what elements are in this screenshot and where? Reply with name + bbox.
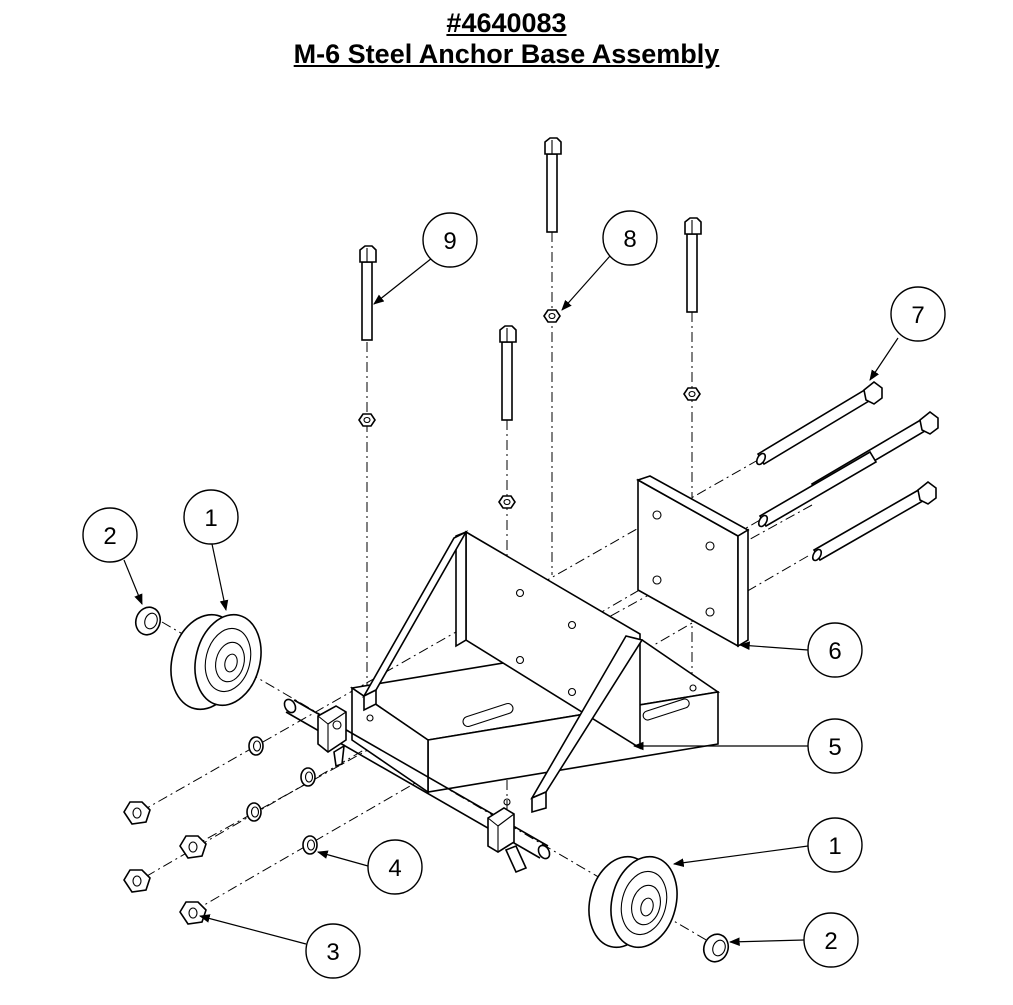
balloon-8: 8 — [602, 210, 658, 266]
washer-4 — [302, 835, 318, 855]
vertical-bolt-1 — [359, 245, 377, 341]
balloon-label: 5 — [828, 734, 841, 761]
axle-bracket-right — [487, 807, 528, 874]
bushing-left — [134, 606, 162, 636]
balloon-4: 4 — [367, 839, 423, 895]
balloon-label: 9 — [443, 228, 456, 255]
horizontal-bolt-3 — [811, 480, 937, 562]
callout-balloons: 1 2 9 8 7 6 5 4 — [82, 210, 946, 979]
balloon-label: 7 — [911, 302, 924, 329]
hex-nut-1 — [123, 801, 151, 825]
wheel-left — [170, 613, 262, 711]
hex-nut-vertical-4 — [683, 387, 701, 401]
hex-nut-vertical-3 — [543, 309, 561, 323]
hex-nut-3 — [123, 869, 151, 893]
horizontal-bolt-1 — [755, 380, 883, 466]
hex-nut-2 — [179, 835, 207, 859]
wheel-right — [588, 855, 678, 949]
balloon-2-right: 2 — [803, 912, 859, 968]
washer-2 — [300, 767, 316, 787]
balloon-7: 7 — [890, 286, 946, 342]
balloon-6: 6 — [807, 622, 863, 678]
balloon-label: 3 — [326, 939, 339, 966]
leader-lines — [123, 255, 899, 947]
drawing-title: #4640083 M-6 Steel Anchor Base Assembly — [0, 8, 1013, 70]
left-gusset — [362, 530, 468, 712]
assembly-name: M-6 Steel Anchor Base Assembly — [293, 39, 720, 69]
part-number: #4640083 — [446, 8, 567, 38]
vertical-bolt-3 — [544, 137, 562, 233]
balloon-label: 2 — [824, 928, 837, 955]
balloon-2-left: 2 — [82, 507, 138, 563]
hex-nut-vertical-2 — [498, 495, 516, 509]
vertical-bolt-2 — [499, 325, 517, 421]
balloon-label: 1 — [204, 505, 217, 532]
washer-1 — [248, 736, 264, 756]
balloon-3: 3 — [305, 923, 361, 979]
axle-bracket-left — [317, 705, 347, 768]
balloon-label: 8 — [623, 226, 636, 253]
balloon-label: 4 — [388, 855, 401, 882]
bushing-right — [702, 933, 730, 963]
mounting-plate — [636, 475, 750, 648]
vertical-bolt-4 — [684, 217, 702, 313]
balloon-5: 5 — [807, 718, 863, 774]
hex-nut-vertical-1 — [358, 413, 376, 427]
balloon-1-right: 1 — [807, 817, 863, 873]
balloon-9: 9 — [422, 212, 478, 268]
balloon-label: 2 — [103, 523, 116, 550]
balloon-label: 6 — [828, 638, 841, 665]
right-gusset — [530, 635, 644, 814]
horizontal-bolt-2 — [757, 410, 939, 528]
balloon-label: 1 — [828, 833, 841, 860]
balloon-1-left: 1 — [183, 489, 239, 545]
hex-nut-4 — [179, 901, 207, 925]
washer-3 — [246, 802, 262, 822]
